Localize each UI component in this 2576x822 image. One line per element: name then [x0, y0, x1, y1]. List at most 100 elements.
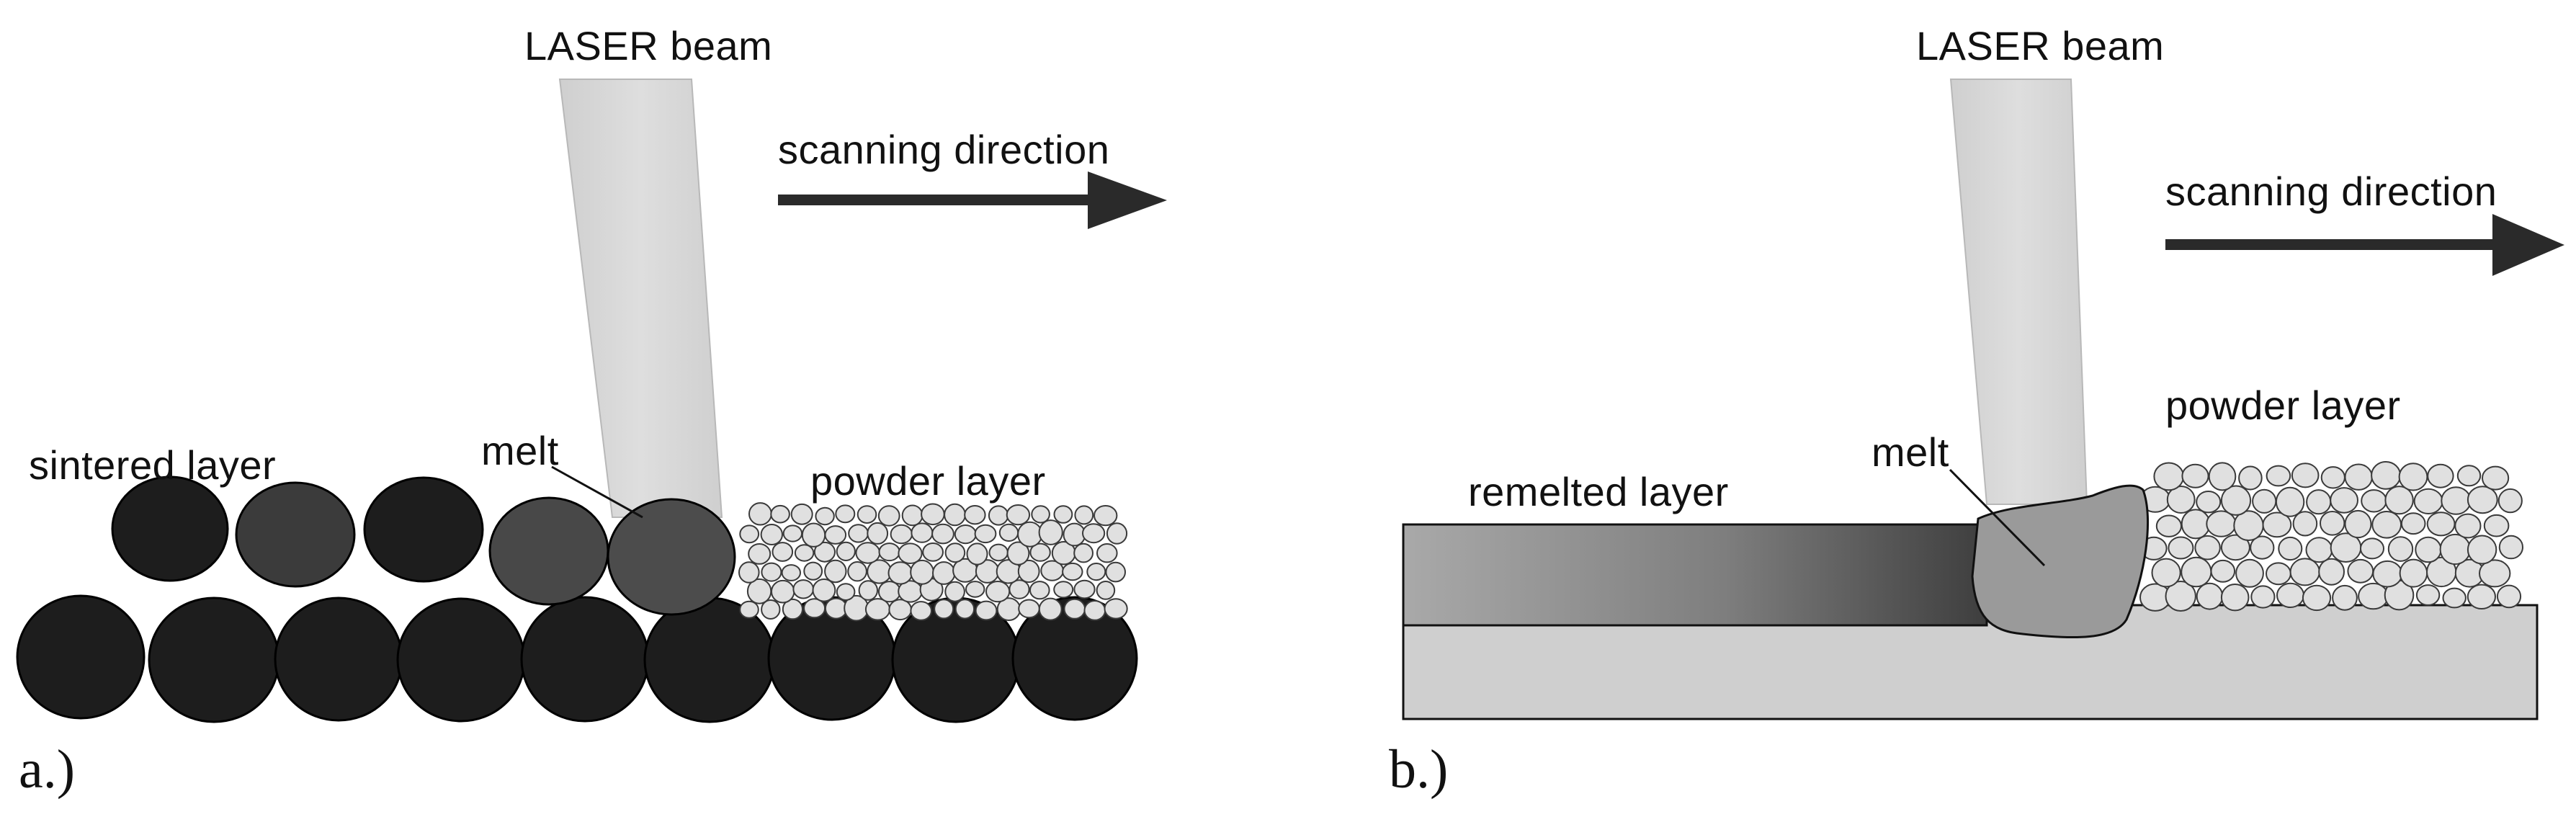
powder-particle [771, 579, 795, 604]
powder-particle [2398, 463, 2428, 491]
powder-particle [2305, 537, 2333, 563]
laser-beam [1949, 79, 2088, 505]
powder-particle [836, 583, 856, 601]
powder-particle [2291, 463, 2320, 488]
melt-label: melt [1871, 429, 1949, 475]
powder-particle [954, 599, 975, 620]
powder-particle [2155, 514, 2182, 537]
powder-particle [2220, 485, 2252, 516]
powder-particle [2415, 584, 2441, 606]
scanning-direction-arrow [778, 171, 1167, 229]
powder-particle [2168, 536, 2194, 560]
powder-particle [988, 505, 1009, 526]
sintered-top-row [111, 475, 484, 583]
powder-particle [2426, 511, 2456, 537]
powder-layer [2139, 461, 2523, 612]
powder-particle [1104, 598, 1128, 620]
powder-particle [1096, 581, 1116, 600]
powder-particle [2358, 582, 2389, 610]
powder-particle [2181, 463, 2209, 488]
powder-particle [1094, 505, 1118, 527]
powder-particle [738, 561, 760, 584]
melt-label: melt [481, 428, 559, 473]
powder-particle [867, 522, 889, 545]
powder-particle [888, 599, 912, 621]
powder-particle [964, 505, 986, 525]
powder-particle [954, 524, 977, 545]
powder-particle [2292, 511, 2318, 537]
powder-particle [1106, 522, 1128, 545]
powder-particle [1073, 542, 1094, 563]
sintered-particle [111, 475, 229, 582]
sintered-particle [396, 597, 526, 723]
powder-particle [910, 559, 934, 585]
powder-particle [901, 504, 923, 527]
powder-particle [911, 522, 934, 543]
powder-particle [761, 599, 781, 620]
powder-particle [1083, 600, 1106, 621]
powder-particle [835, 504, 856, 524]
powder-particle [782, 524, 803, 542]
powder-particle [790, 503, 813, 525]
powder-particle [1018, 599, 1040, 619]
powder-particle [932, 561, 956, 585]
powder-particle [2479, 559, 2511, 588]
powder-particle [985, 581, 1011, 603]
powder-particle [890, 524, 913, 545]
melt-leader-line [551, 465, 643, 519]
powder-particle [1006, 541, 1030, 566]
powder-particle [824, 597, 848, 620]
powder-particle [2151, 558, 2181, 588]
sintered-particle [148, 597, 280, 723]
powder-particle [2454, 513, 2482, 539]
powder-particle [2252, 488, 2277, 514]
scanning-direction-label: scanning direction [778, 127, 1110, 172]
powder-particle [988, 543, 1009, 562]
powder-particle [2196, 582, 2224, 610]
powder-particle [2266, 562, 2291, 586]
powder-particle [1038, 597, 1063, 621]
powder-layer-label: powder layer [810, 458, 1046, 504]
powder-particle [887, 561, 913, 585]
powder-particle [801, 522, 826, 548]
powder-particle [1105, 561, 1126, 583]
powder-particle [847, 561, 867, 582]
powder-particle [2318, 558, 2345, 586]
powder-particle [2467, 584, 2496, 609]
powder-particle [878, 542, 900, 562]
powder-particle [2371, 511, 2402, 539]
powder-particle [2165, 581, 2196, 612]
powder-particle [2220, 534, 2250, 561]
powder-particle [1063, 598, 1086, 620]
powder-particle [2371, 461, 2402, 490]
powder-particle [944, 503, 966, 527]
powder-particle [2344, 463, 2373, 491]
powder-particle [2320, 466, 2345, 489]
powder-particle [770, 504, 790, 524]
laser-beam-label: LASER beam [1916, 23, 2165, 68]
powder-particle [1006, 504, 1031, 526]
powder-particle [2456, 465, 2482, 487]
powder-particle [2210, 559, 2236, 583]
powder-particle [1086, 563, 1106, 581]
powder-particle [2427, 463, 2454, 488]
powder-particle [2262, 511, 2292, 538]
powder-particle [1053, 505, 1073, 524]
panel-b [1402, 79, 2564, 720]
powder-particle [824, 525, 847, 545]
panel-a-caption: a.) [19, 739, 76, 800]
powder-particle [1017, 521, 1043, 548]
powder-particle [781, 564, 802, 581]
powder-particle [1096, 543, 1118, 563]
powder-particle [2415, 536, 2442, 563]
powder-particle [966, 542, 988, 566]
powder-particle [1029, 581, 1050, 600]
powder-particle [748, 543, 772, 565]
laser-beam [558, 79, 723, 518]
powder-particle [2196, 491, 2222, 514]
powder-particle [2250, 535, 2275, 560]
powder-particle [2275, 486, 2305, 517]
powder-particle [877, 505, 900, 527]
